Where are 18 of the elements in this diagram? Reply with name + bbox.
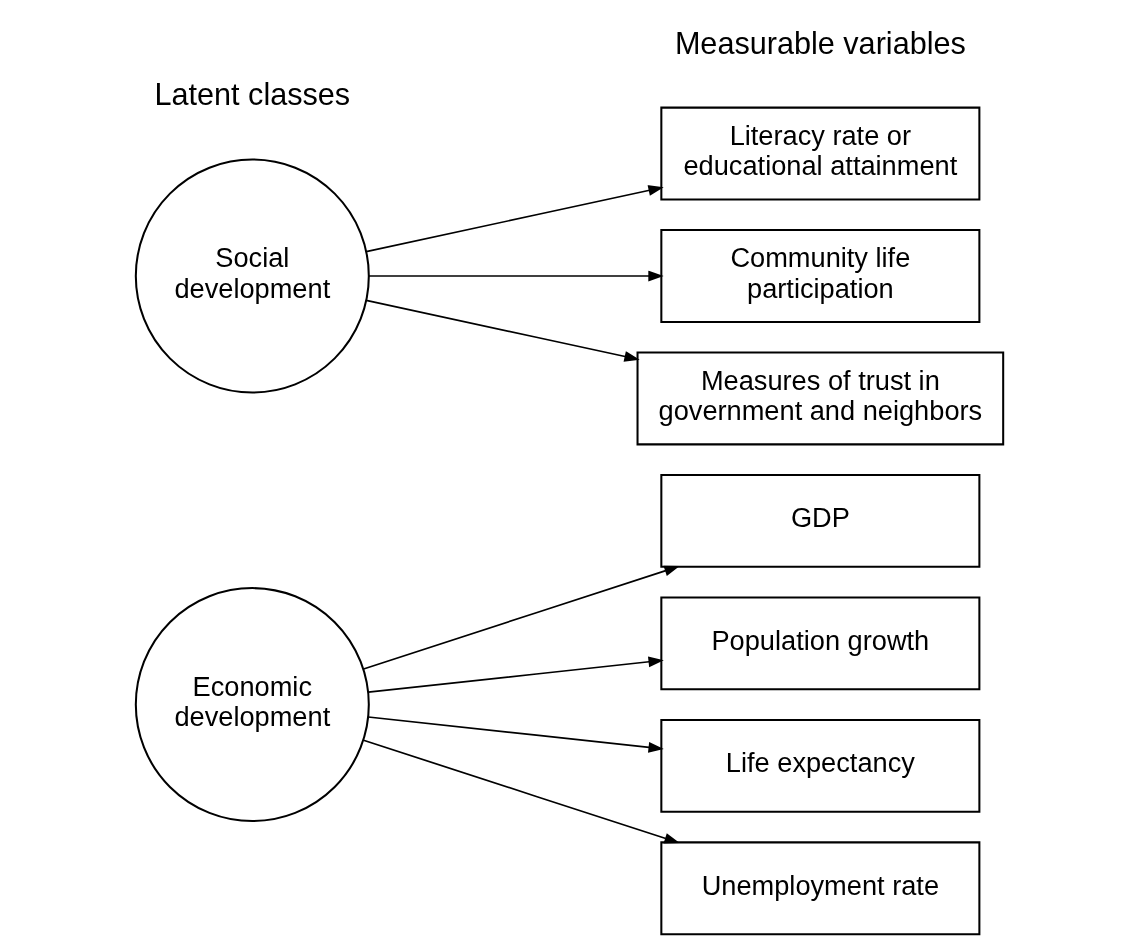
node-box: GDP [660,473,981,568]
arrow [365,299,640,362]
node-box: Community life participation [660,228,981,323]
node-box: Life expectancy [660,718,981,813]
node-box: Measures of trust in government and neighbors [636,351,1005,445]
node-box: Literacy rate or educational attainment [660,106,981,200]
node-circle: Social development [134,158,370,394]
arrow [365,184,664,253]
node-box: Unemployment rate [660,840,981,935]
arrow [367,656,664,693]
arrow [362,565,680,670]
label: Measurable variables [674,25,966,60]
node-box: Population growth [660,595,981,690]
label: Latent classes [154,76,351,111]
arrow [367,715,664,753]
arrow [368,270,664,281]
node-circle: Economic development [134,586,370,822]
arrow [362,738,680,843]
